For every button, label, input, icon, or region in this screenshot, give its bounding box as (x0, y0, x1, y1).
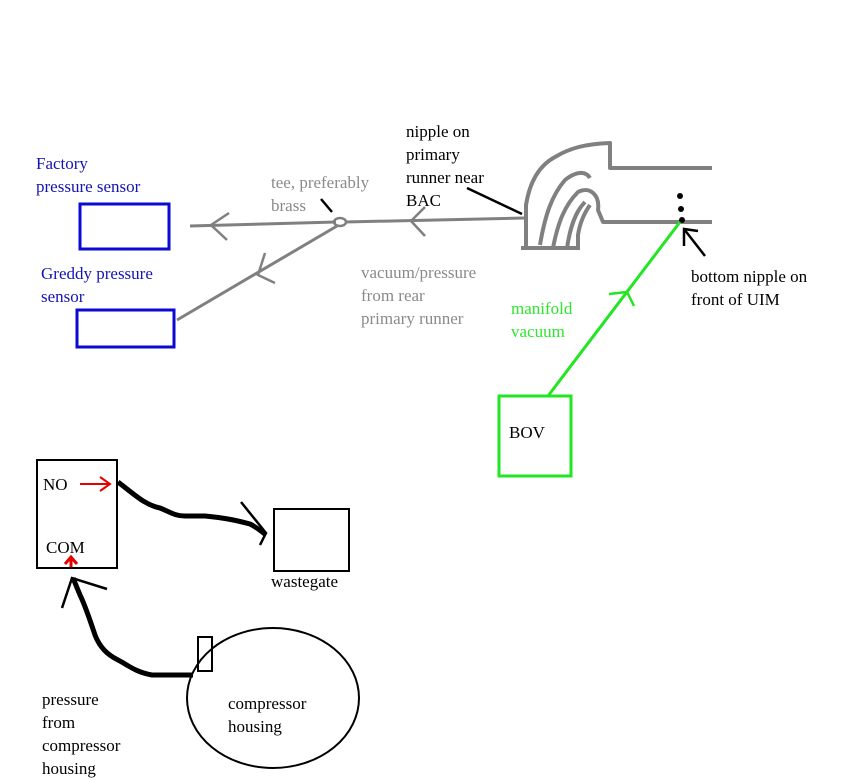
compressor-housing-ellipse (186, 627, 360, 769)
hose-tee-to-greddy-sensor (176, 224, 338, 322)
tee-fitting (332, 216, 348, 228)
nipple-primary-runner-label: nipple on primary runner near BAC (406, 122, 484, 210)
solenoid-no-label: NO (43, 475, 68, 494)
hose-tee-to-factory-sensor (189, 220, 337, 228)
bottom-nipple-label: bottom nipple on front of UIM (691, 267, 808, 309)
vacuum-pressure-label: vacuum/pressure from rear primary runner (361, 263, 477, 328)
flow-arrow-icon (60, 576, 108, 609)
factory-pressure-sensor-label: Factory pressure sensor (36, 154, 141, 196)
nipple-pointer-line (466, 186, 523, 216)
compressor-housing-label: compressor housing (228, 694, 307, 736)
hose-nipple-to-tee (344, 216, 525, 224)
greddy-pressure-sensor-box (75, 308, 176, 349)
compressor-port-fitting (197, 636, 213, 672)
boost-solenoid-box (36, 459, 118, 569)
nipple-dot (677, 193, 683, 199)
tee-pointer-line (320, 198, 333, 213)
hose-compressor-to-com (70, 577, 193, 678)
nipple-dot (678, 206, 684, 212)
hose-no-to-wastegate (116, 480, 268, 537)
pointer-arrow-line (683, 228, 706, 257)
no-port-arrow-icon (99, 476, 112, 492)
greddy-pressure-sensor-label: Greddy pressure sensor (41, 264, 153, 306)
pressure-from-compressor-label: pressure from compressor housing (42, 690, 121, 778)
flow-arrow-icon (409, 206, 426, 237)
upper-intake-manifold (521, 141, 712, 250)
wastegate-box (273, 508, 350, 572)
nipple-dot (679, 217, 685, 223)
wastegate-label: wastegate (271, 572, 339, 591)
manifold-vacuum-label: manifold vacuum (511, 299, 573, 341)
tee-label: tee, preferably brass (271, 173, 370, 215)
flow-arrow-icon (608, 290, 636, 307)
bov-label: BOV (509, 423, 545, 442)
flow-arrow-icon (256, 252, 276, 285)
factory-pressure-sensor-box (78, 202, 171, 251)
solenoid-com-label: COM (46, 538, 85, 557)
flow-arrow-icon (240, 501, 268, 546)
flow-arrow-icon (208, 211, 230, 241)
bov-box (497, 394, 573, 478)
manifold-vacuum-line (546, 221, 682, 397)
